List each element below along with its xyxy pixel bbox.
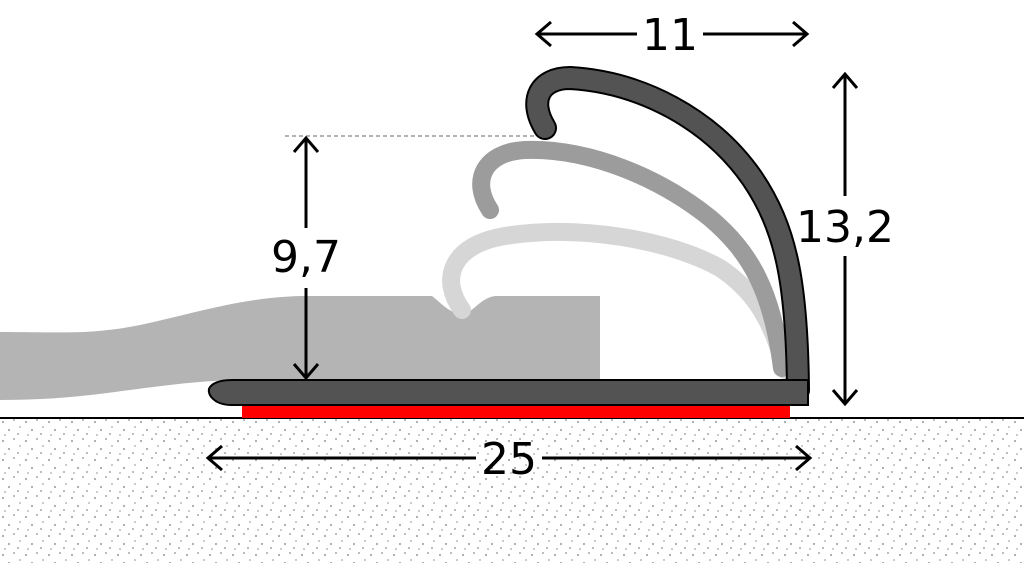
dimension-base-width [205,444,813,472]
dimension-top-width-label: 11 [642,10,698,61]
dimension-top-width [534,20,810,48]
dimension-inner-height [292,135,320,381]
profile-main [207,65,810,406]
profile-base [207,379,809,406]
subfloor [0,418,1024,563]
profile-lip-ghost-light [442,223,794,379]
dimension-inner-height-label: 9,7 [271,232,341,283]
profile-lip-ghost-mid [472,140,791,377]
dimension-total-height [831,71,859,407]
dimension-base-width-label: 25 [481,434,537,485]
dimension-total-height-label: 13,2 [796,202,894,253]
floor-covering [0,296,600,400]
adhesive-strip [242,405,790,418]
